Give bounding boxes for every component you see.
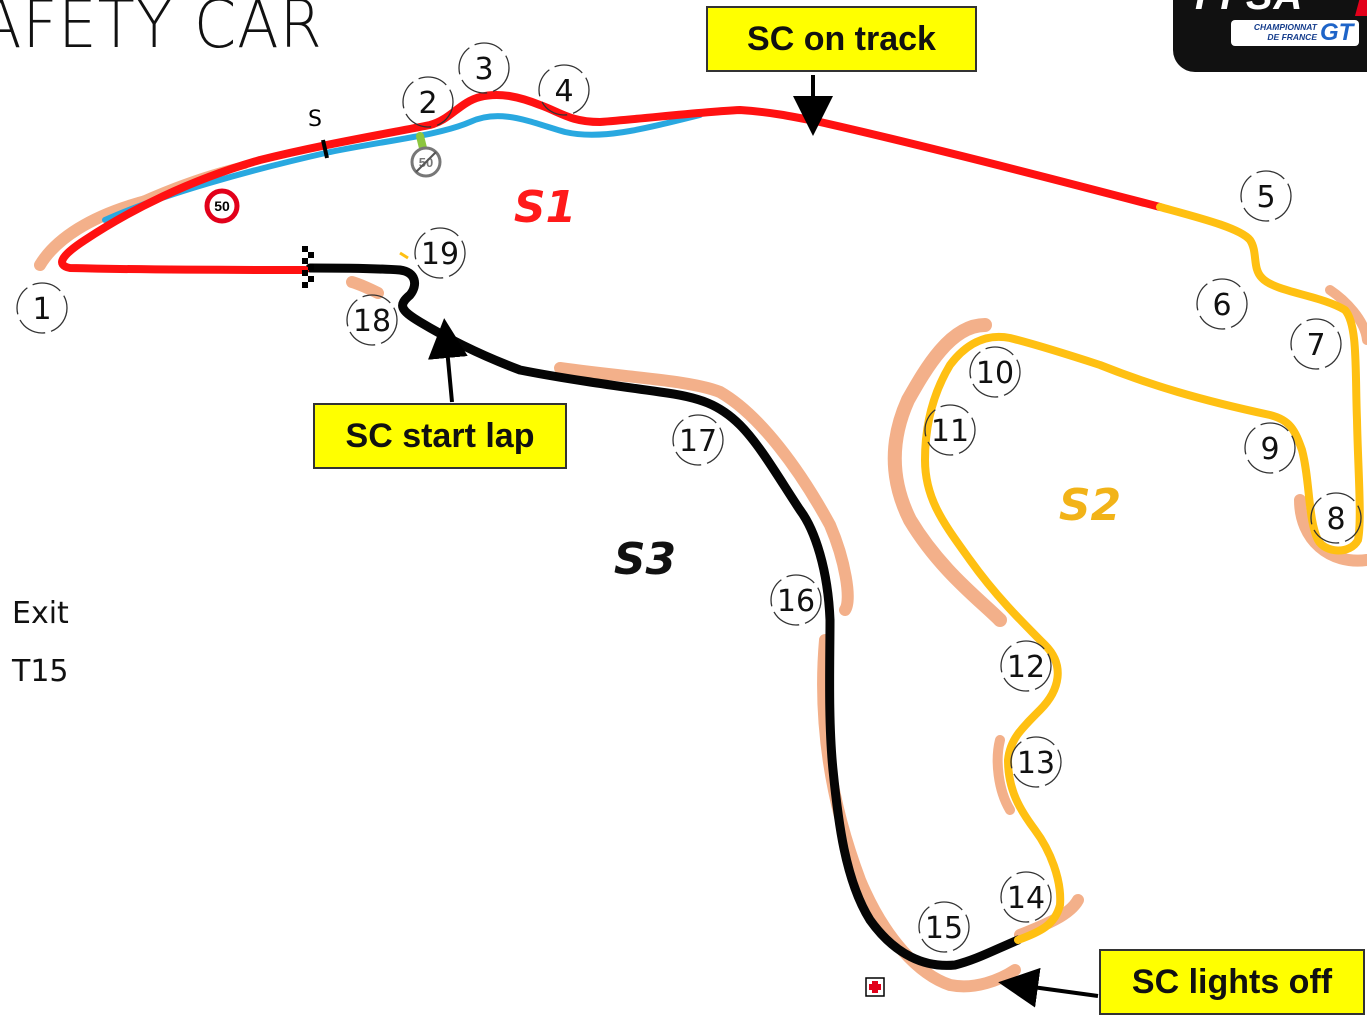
- logo-series: GT: [1320, 19, 1354, 46]
- sector2-track: [921, 203, 1364, 944]
- turn-number: 3: [474, 52, 493, 87]
- turn-number: 10: [976, 356, 1014, 391]
- callout-sc-lights-off: SC lights off: [1099, 949, 1365, 1015]
- turn-marker-18: 18: [346, 294, 398, 346]
- turn-marker-3: 3: [458, 42, 510, 94]
- turn-marker-13: 13: [1010, 736, 1062, 788]
- turn-number: 8: [1326, 502, 1345, 537]
- runoff-s3-outer: [554, 362, 854, 616]
- end-speed-limit-sign: 50: [410, 146, 442, 178]
- arrow-sc-start-lap: [427, 318, 468, 403]
- turn-marker-11: 11: [924, 404, 976, 456]
- start-finish-line: [302, 246, 314, 288]
- turn-number: 17: [679, 424, 717, 459]
- turn-number: 6: [1212, 288, 1231, 323]
- turn-number: 19: [421, 237, 459, 272]
- turn-marker-15: 15: [918, 901, 970, 953]
- callout-sc-start-lap: SC start lap: [313, 403, 567, 469]
- turn-marker-14: 14: [1000, 871, 1052, 923]
- logo-accent: [1354, 0, 1367, 16]
- turn-marker-6: 6: [1196, 278, 1248, 330]
- turn-marker-ring: [346, 294, 398, 346]
- turn-marker-ring: [538, 64, 590, 116]
- turn-marker-ring: [414, 227, 466, 279]
- turn-marker-2: 2: [402, 76, 454, 128]
- turn-marker-9: 9: [1244, 422, 1296, 474]
- callout-sc-on-track: SC on track: [706, 6, 977, 72]
- turn-marker-7: 7: [1290, 318, 1342, 370]
- page-title: AFETY CAR: [0, 0, 323, 63]
- runoff-s3-lower: [817, 634, 1021, 993]
- sector3-track: [305, 263, 1023, 970]
- side-note-exit: Exit: [12, 596, 69, 631]
- turn-number: 7: [1306, 328, 1325, 363]
- sector-mark-s: [321, 139, 329, 159]
- svg-text:50: 50: [214, 198, 230, 214]
- turn-marker-ring: [918, 901, 970, 953]
- runoff-areas: [34, 161, 1367, 993]
- turn-marker-ring: [770, 574, 822, 626]
- sector2-label: S2: [1059, 480, 1121, 531]
- turn-marker-ring: [1000, 871, 1052, 923]
- logo-badge: [1231, 20, 1359, 46]
- turn-marker-16: 16: [770, 574, 822, 626]
- logo-brand: FFSA: [1195, 0, 1303, 19]
- side-note-turn: T15: [12, 654, 69, 689]
- runoff-10-11: [887, 318, 1007, 627]
- turn-number: 9: [1260, 432, 1279, 467]
- turn-marker-ring: [402, 76, 454, 128]
- sector3-label: S3: [614, 534, 676, 585]
- turn-marker-ring: [969, 346, 1021, 398]
- turn-marker-ring: [924, 404, 976, 456]
- sector1-track: [58, 91, 1164, 274]
- turn-marker-10: 10: [969, 346, 1021, 398]
- turn-number: 18: [353, 304, 391, 339]
- green-marker: [416, 132, 427, 152]
- turn-marker-ring: [1240, 170, 1292, 222]
- turn-marker-ring: [1010, 736, 1062, 788]
- turn-number: 5: [1256, 180, 1275, 215]
- turn-marker-ring: [1310, 492, 1362, 544]
- turn-marker-ring: [1290, 318, 1342, 370]
- speed-limit-sign: 50: [204, 188, 240, 224]
- turn-number: 12: [1007, 650, 1045, 685]
- turn-marker-ring: [1196, 278, 1248, 330]
- turn-marker-ring: [1244, 422, 1296, 474]
- turn-number: 13: [1017, 746, 1055, 781]
- turn-marker-17: 17: [672, 414, 724, 466]
- turn-marker-1: 1: [16, 282, 68, 334]
- turn-marker-8: 8: [1310, 492, 1362, 544]
- sector1-label: S1: [514, 182, 576, 233]
- turn-number: 1: [32, 292, 51, 327]
- runoff-7-8: [1325, 285, 1367, 345]
- runoff-turn18: [346, 276, 384, 299]
- turn19-marker: [399, 251, 409, 260]
- pit-lane: [102, 112, 703, 223]
- medical-center-icon: [865, 977, 885, 997]
- turn-number: 14: [1007, 881, 1045, 916]
- turn-number: 4: [554, 74, 573, 109]
- turn-number: 2: [418, 86, 437, 121]
- turn-marker-5: 5: [1240, 170, 1292, 222]
- sector-mark-label: S: [308, 107, 322, 132]
- arrow-sc-lights-off: [998, 967, 1099, 1008]
- turn-marker-19: 19: [414, 227, 466, 279]
- turn-marker-ring: [458, 42, 510, 94]
- turn-marker-ring: [672, 414, 724, 466]
- turn-number: 16: [777, 584, 815, 619]
- runoff-13: [992, 735, 1015, 815]
- turn-marker-12: 12: [1000, 640, 1052, 692]
- turn-marker-ring: [16, 282, 68, 334]
- turn-marker-ring: [1000, 640, 1052, 692]
- turn-marker-4: 4: [538, 64, 590, 116]
- turn-number: 11: [931, 414, 969, 449]
- turn-number: 15: [925, 911, 963, 946]
